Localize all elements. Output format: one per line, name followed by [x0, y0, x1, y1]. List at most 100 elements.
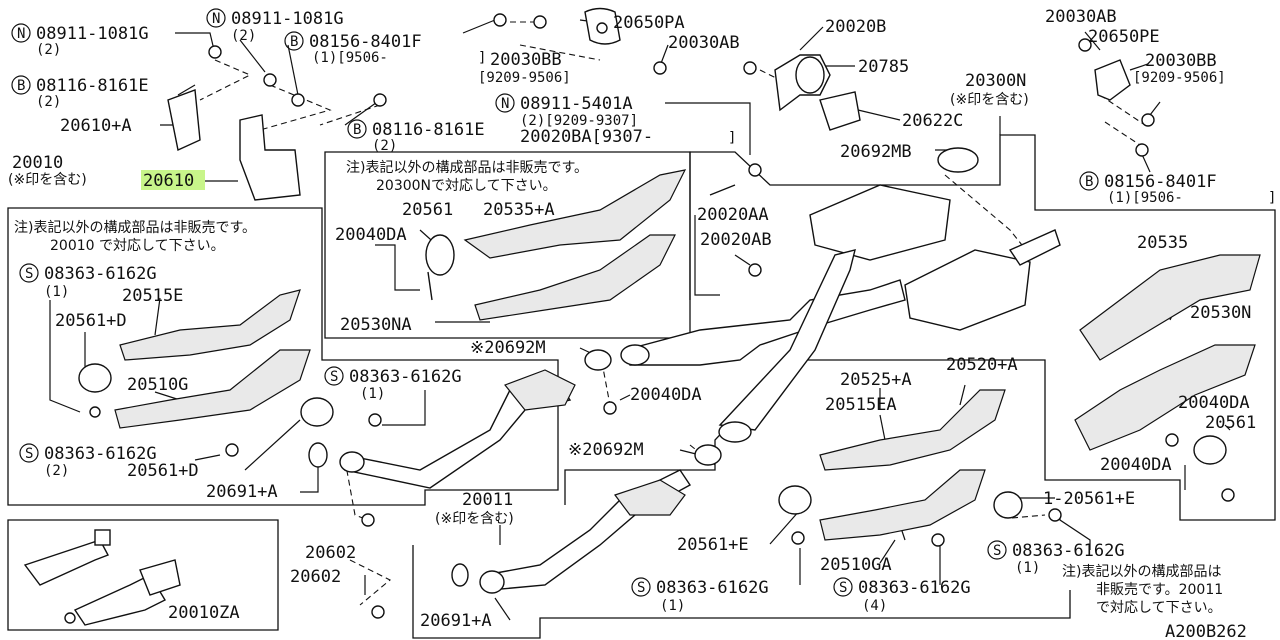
quantity: (2): [231, 28, 256, 44]
part-number: 20785: [858, 57, 909, 77]
part-number: 08363-6162G: [44, 264, 157, 284]
part-number: 20020AA: [697, 205, 769, 225]
dashed-lines: [199, 21, 1146, 606]
highlight-20610: [141, 170, 205, 190]
part-number: 08156-8401F: [1104, 172, 1217, 192]
part-number: 20520+A: [946, 355, 1018, 375]
labels: N 08911-1081G (2) N 08911-1081G (2) B 08…: [8, 7, 1276, 640]
part-number: 20561+D: [127, 461, 199, 481]
part-number: 20692MB: [840, 142, 912, 162]
part-number: 20040DA: [335, 225, 407, 245]
front-y-pipe: [718, 249, 856, 431]
bracket: ]: [728, 130, 736, 146]
bracket-20610: [239, 114, 301, 201]
part-number: 20530N: [1190, 303, 1251, 323]
front-pipe-left: [344, 384, 572, 489]
callout-letter: S: [839, 580, 847, 596]
japanese-note: (※印を含む): [8, 172, 87, 188]
part-number: 20040DA: [1100, 455, 1172, 475]
part-number: 20561+E: [677, 535, 749, 555]
part-number: 20510GA: [820, 555, 892, 575]
part-number: ※20692M: [470, 338, 546, 358]
part-number: 20030BB: [1145, 51, 1217, 71]
bracket: ]: [478, 50, 486, 66]
right-assembly-frame: [564, 134, 1276, 521]
heat-shield-20535: [1079, 254, 1261, 361]
callout-letter: S: [330, 369, 338, 385]
heat-shield-20510GA: [819, 469, 986, 541]
callout-letter: B: [290, 34, 298, 50]
part-number: 20010ZA: [168, 603, 240, 623]
catalyst-center: [614, 479, 686, 516]
quantity: (1): [360, 386, 385, 402]
main-pipe: [624, 279, 906, 366]
part-number: ※20692M: [568, 440, 644, 460]
part-number: 20535+A: [483, 200, 555, 220]
quantity: (1): [660, 598, 685, 614]
callout-circles: [11, 8, 1099, 597]
part-number: 20515EA: [825, 395, 897, 415]
callout-letter: S: [637, 580, 645, 596]
part-number: 20040DA: [1178, 393, 1250, 413]
part-number: 08116-8161E: [36, 76, 149, 96]
date-range: [9209-9506]: [1133, 70, 1226, 86]
callout-letter: N: [501, 96, 509, 112]
sealant-tube: [23, 539, 109, 586]
muffler-front: [809, 184, 951, 261]
japanese-note: (※印を含む): [950, 92, 1029, 108]
part-number: 20020BA[9307-: [520, 127, 653, 147]
part-number: 20515E: [122, 286, 183, 306]
small-parts-box: [7, 519, 279, 631]
part-number: 20610+A: [60, 116, 132, 136]
muffler-rear: [904, 249, 1031, 331]
quantity: (2): [36, 94, 61, 110]
callout-letter: S: [25, 446, 33, 462]
note-line: 注)表記以外の構成部品は非販売です。: [14, 219, 256, 236]
part-drawings: [23, 7, 1261, 626]
note-line: 非販売です。20011: [1096, 582, 1223, 598]
heat-shield-20515EA: [819, 389, 1006, 471]
part-number: 08911-5401A: [520, 94, 633, 114]
heat-shield-20535-a: [463, 169, 687, 259]
part-number: 08156-8401F: [309, 32, 422, 52]
part-number: 20030AB: [668, 33, 740, 53]
part-number: 20020B: [825, 17, 886, 37]
callout-letter: S: [25, 266, 33, 282]
note-line: 20010 で対応して下さい。: [50, 238, 225, 254]
part-number: 20525+A: [840, 370, 912, 390]
date-range: [9209-9506]: [478, 70, 571, 86]
callout-letter: N: [212, 11, 220, 27]
quantity: (1): [44, 284, 69, 300]
part-number: 20561: [402, 200, 453, 220]
left-note-box: [7, 207, 559, 506]
lower-assembly-frame: [412, 545, 1071, 639]
note-line: 注)表記以外の構成部品は非販売です。: [346, 159, 588, 176]
part-number: 20602: [290, 567, 341, 587]
part-number: 20691+A: [206, 482, 278, 502]
part-number-highlighted: 20610: [143, 171, 194, 191]
part-number: 20535: [1137, 233, 1188, 253]
callout-letter: B: [17, 78, 25, 94]
part-number: 08116-8161E: [372, 120, 485, 140]
callout-letter: N: [17, 26, 25, 42]
part-number: 20030AB: [1045, 7, 1117, 27]
part-number: 20011: [462, 490, 513, 510]
part-number: 08911-1081G: [231, 9, 344, 29]
note-line: 20300Nで対応して下さい。: [376, 178, 557, 194]
part-number: 20650PE: [1088, 27, 1160, 47]
tail-pipe: [1008, 229, 1061, 266]
heat-shield-20515E: [119, 289, 301, 361]
bracket: ]: [1268, 190, 1276, 206]
quantity: (4): [862, 598, 887, 614]
part-number: 08363-6162G: [1012, 541, 1125, 561]
part-number: 20602: [305, 543, 356, 563]
part-number: 08363-6162G: [349, 367, 462, 387]
part-number: 20300N: [965, 71, 1026, 91]
part-number: 20030BB: [490, 50, 562, 70]
heat-shield-20530N: [1074, 344, 1256, 451]
heat-shield-20510G: [114, 349, 311, 429]
part-number: 08911-1081G: [36, 24, 149, 44]
part-number: 20622C: [902, 111, 963, 131]
part-number: 08363-6162G: [858, 578, 971, 598]
